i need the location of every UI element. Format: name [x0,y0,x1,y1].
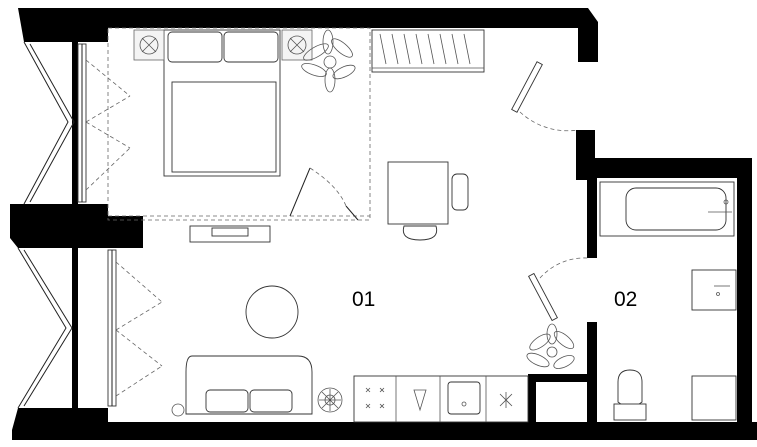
bathtub-tap-icon [723,199,729,205]
sink-drain-icon [461,401,467,407]
partition-door-swing [309,167,347,207]
wardrobe-body [371,29,485,73]
bathtub-basin [625,187,727,231]
vanity-drain-icon [716,292,720,296]
wall-left-lower [72,248,78,408]
bay-lower-inner [23,249,73,407]
counter-body [353,375,529,423]
wardrobe [371,29,485,73]
faucet-icon [413,389,427,412]
cooktop-icon [365,387,385,409]
wall-bath-right [737,158,752,440]
kitchen-counter [353,375,529,423]
wall-partition-upper [587,178,597,258]
room-label-bath: 02 [614,288,637,311]
bathtub [599,181,735,237]
bed [133,29,313,177]
desk-top [387,161,449,225]
bay-lower-outline [17,247,67,409]
wall-top [18,8,598,62]
plant-bath-icon [526,323,575,369]
tv-screen [211,227,249,237]
floor-lamp-icon [171,403,185,417]
toilet-tank [613,403,647,421]
lamp-left-icon [139,35,159,55]
bathroom-door-swing [539,257,589,279]
bedroom-zone [107,27,371,221]
wall-right-stub [576,130,595,160]
bay-upper-inner [29,43,75,203]
toilet [613,369,647,421]
walls [10,8,757,440]
entrance-door-leaf [511,61,543,113]
bed-blanket [171,81,277,173]
bathroom-sink [691,269,737,311]
wall-bottom [12,408,757,440]
round-table [245,285,299,339]
partition-door-leaf-2 [345,205,359,221]
desk-chair [402,225,438,241]
appliance-star-icon [499,392,513,408]
wall-shaft [528,374,597,422]
tv-console [189,225,271,243]
lamp-right-cross [289,37,305,53]
room-label-main: 01 [352,288,375,311]
wall-partition-lower [587,322,597,422]
pillow-right [223,31,279,63]
wall-left-upper [72,42,78,204]
bathroom-door-leaf [528,272,558,322]
wall-bath-top [576,158,752,180]
partition-door-leaf [289,167,311,217]
partition-door [289,167,359,221]
vanity-top [691,269,737,311]
entrance-door-swing [519,111,579,132]
toilet-bowl [617,369,643,408]
plant-top-icon [301,29,356,93]
kitchen-sink [447,381,481,415]
pillow-left [167,31,223,63]
bedroom-zone-outline [107,27,371,221]
sofa-cushion-left [205,389,249,413]
sofa-frame [185,355,313,415]
entrance-door [511,61,579,132]
bay-upper-outline [23,41,69,205]
lamp-right-icon [287,35,307,55]
lamp-left-cross [141,37,157,53]
desk-chair-side [451,173,469,211]
bathroom-door [528,257,589,322]
washing-machine [691,375,737,421]
window-lower-swing [115,261,163,397]
sofa-cushion-right [249,389,293,413]
wall-middle [10,204,143,248]
wardrobe-hangers [379,33,471,65]
sofa [171,355,313,417]
desk [387,161,469,241]
plant-kitchen-icon [317,387,343,413]
